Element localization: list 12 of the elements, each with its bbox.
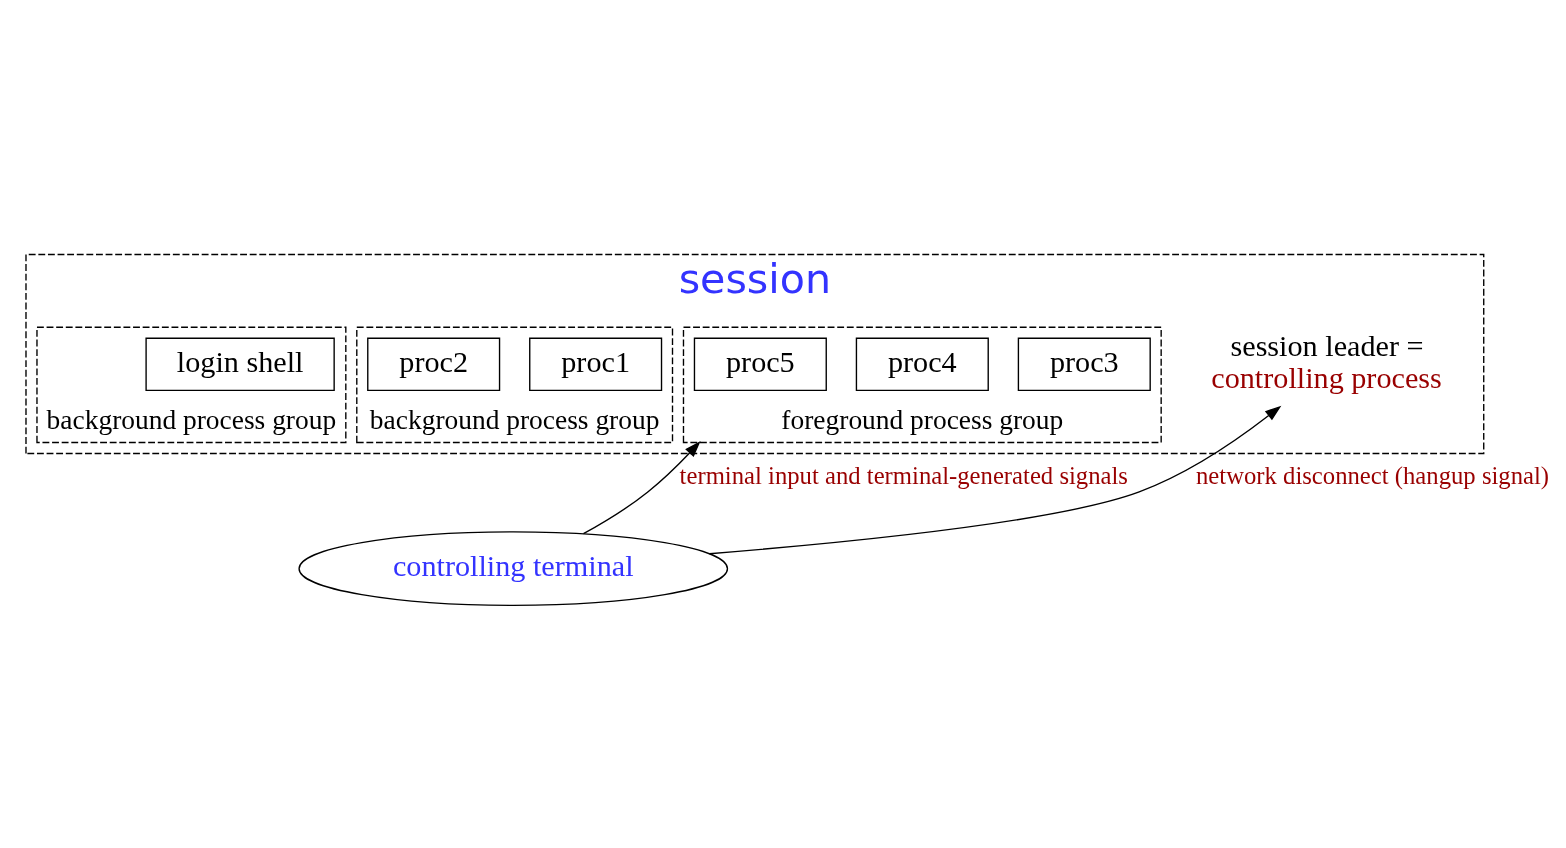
node-box: proc5 xyxy=(693,337,827,391)
arrow xyxy=(582,440,701,534)
node-box: login shell xyxy=(145,337,335,391)
node-box: proc1 xyxy=(529,337,663,391)
node-text: session leader = controlling process xyxy=(1211,328,1442,395)
node-box: proc2 xyxy=(367,337,501,391)
edge-label: terminal input and terminal-generated signals xyxy=(679,461,1128,489)
edge-label: network disconnect (hangup signal) xyxy=(1196,461,1550,489)
arrow xyxy=(708,405,1282,554)
node-box: proc3 xyxy=(1017,337,1151,391)
node-ellipse: controlling terminal xyxy=(298,530,729,606)
node-box: proc4 xyxy=(855,337,989,391)
